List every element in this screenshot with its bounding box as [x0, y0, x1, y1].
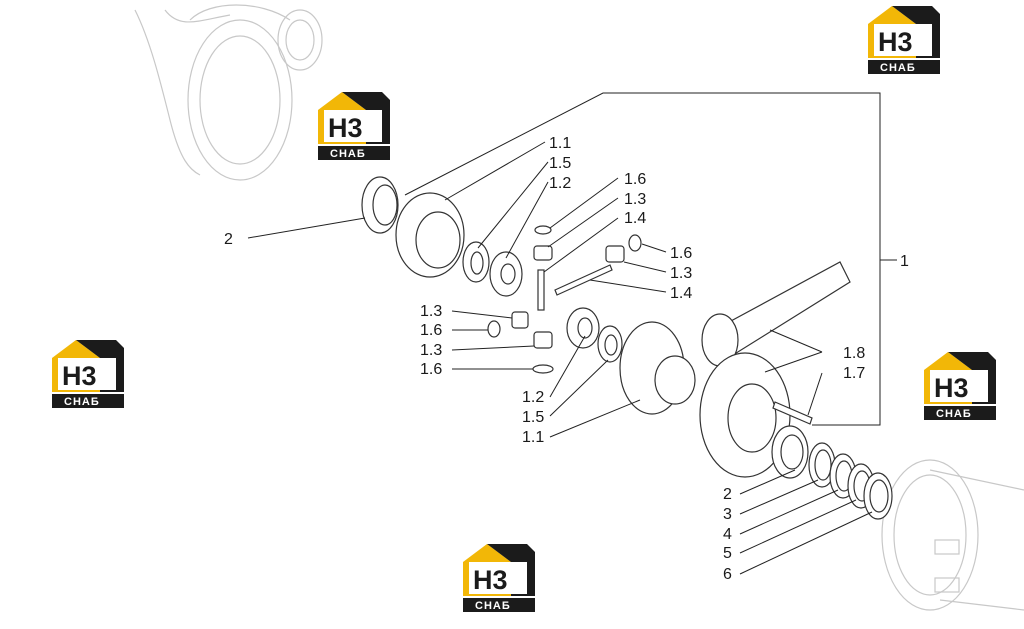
watermark-logo-bottom: H3 СНАБ — [463, 544, 535, 612]
pinion-1-3-top — [533, 245, 553, 261]
svg-text:СНАБ: СНАБ — [330, 148, 366, 160]
label-1-6-right: 1.6 — [670, 245, 692, 262]
label-1-1-bottom: 1.1 — [522, 429, 544, 446]
side-gear-1-2-right — [566, 307, 600, 349]
pinion-1-3-right — [605, 245, 625, 263]
label-1-7: 1.7 — [843, 365, 865, 382]
ring-6 — [863, 472, 893, 520]
label-2-left: 2 — [224, 231, 233, 248]
pinion-1-3-bottom — [533, 331, 553, 349]
label-3: 3 — [723, 506, 732, 523]
carrier-half-1-1-right — [619, 321, 696, 415]
svg-text:H3: H3 — [878, 27, 913, 57]
label-1-1-top: 1.1 — [549, 135, 571, 152]
bearing-2-right — [771, 425, 809, 479]
part-labels: 1.1 1.5 1.2 1.6 1.3 1.4 1.6 1.3 1.4 1.3 … — [224, 135, 909, 583]
cross-shaft-1-4-vertical — [537, 269, 545, 311]
watermark-logo-upper-left: H3 СНАБ — [318, 92, 390, 160]
svg-text:СНАБ: СНАБ — [475, 600, 511, 612]
label-5: 5 — [723, 545, 732, 562]
label-2-right: 2 — [723, 486, 732, 503]
label-1-2-top: 1.2 — [549, 175, 571, 192]
watermark-logo-top-right: H3 СНАБ — [868, 6, 940, 74]
svg-text:H3: H3 — [473, 565, 508, 595]
crown-wheel-1-8 — [699, 352, 791, 478]
label-1-3-right: 1.3 — [670, 265, 692, 282]
ring-3 — [808, 442, 836, 488]
svg-text:H3: H3 — [62, 361, 97, 391]
label-1-4-top: 1.4 — [624, 210, 646, 227]
svg-text:H3: H3 — [328, 113, 363, 143]
label-1-6-left-a: 1.6 — [420, 322, 442, 339]
svg-text:СНАБ: СНАБ — [936, 408, 972, 420]
assembly-bracket-1 — [404, 92, 897, 426]
housing-ghost-bottom — [881, 459, 1024, 611]
label-1: 1 — [900, 253, 909, 270]
washer-1-5-left — [462, 241, 490, 283]
pinion-washer-1-6-left — [487, 320, 501, 338]
label-1-6-left-b: 1.6 — [420, 361, 442, 378]
label-1-8: 1.8 — [843, 345, 865, 362]
pinion-shaft-1-8 — [701, 261, 851, 367]
leader-lines — [247, 141, 873, 575]
carrier-half-1-1-left — [395, 192, 465, 278]
housing-ghost-top — [134, 4, 323, 181]
label-1-3-left-a: 1.3 — [420, 303, 442, 320]
side-gear-1-2-left — [489, 251, 523, 297]
bearing-2-left — [361, 176, 399, 234]
pinion-washer-1-6-right — [628, 234, 642, 252]
watermark-logo-left: H3 СНАБ — [52, 340, 124, 408]
label-6: 6 — [723, 566, 732, 583]
label-1-3-top: 1.3 — [624, 191, 646, 208]
svg-text:H3: H3 — [934, 373, 969, 403]
pinion-washer-1-6-bottom — [532, 364, 554, 374]
bolt-1-7 — [772, 401, 813, 425]
label-1-3-left-b: 1.3 — [420, 342, 442, 359]
pinion-washer-1-6-top — [534, 225, 552, 235]
label-1-2-bottom: 1.2 — [522, 389, 544, 406]
washer-1-5-right — [597, 325, 623, 363]
label-1-5-bottom: 1.5 — [522, 409, 544, 426]
label-4: 4 — [723, 526, 732, 543]
label-1-5-top: 1.5 — [549, 155, 571, 172]
cross-shaft-1-4-diagonal — [554, 264, 613, 296]
svg-text:СНАБ: СНАБ — [64, 396, 100, 408]
label-1-6-top: 1.6 — [624, 171, 646, 188]
pinion-1-3-left — [511, 311, 529, 329]
watermark-logo-right: H3 СНАБ — [924, 352, 996, 420]
svg-text:СНАБ: СНАБ — [880, 62, 916, 74]
label-1-4-right: 1.4 — [670, 285, 692, 302]
